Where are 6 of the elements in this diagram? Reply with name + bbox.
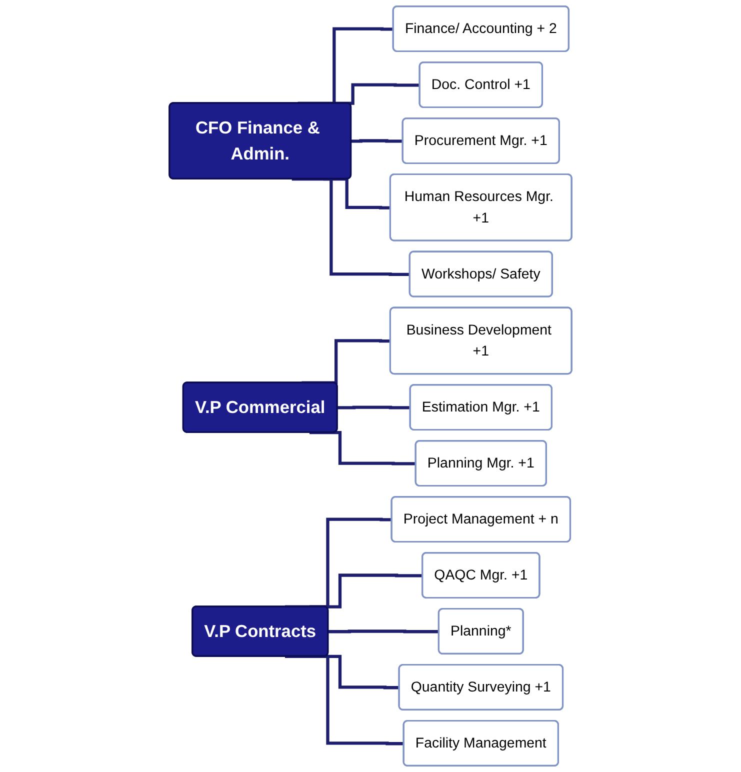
connector xyxy=(284,654,404,746)
connector xyxy=(351,139,403,143)
connector xyxy=(309,430,416,466)
connector xyxy=(328,630,440,634)
connector xyxy=(292,177,410,276)
connector xyxy=(337,406,410,410)
